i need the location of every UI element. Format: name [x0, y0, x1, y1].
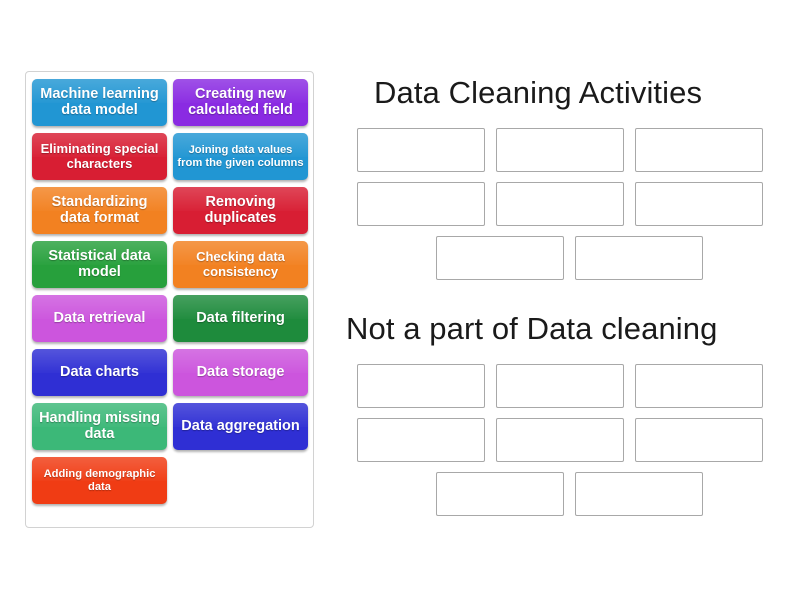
tile-label: Data charts — [60, 363, 139, 380]
tile-label: Joining data values from the given colum… — [177, 144, 304, 169]
drop-slot[interactable] — [575, 236, 703, 280]
drop-slot[interactable] — [357, 182, 485, 226]
drop-slot[interactable] — [357, 128, 485, 172]
draggable-tile[interactable]: Data retrieval — [32, 295, 167, 342]
drop-slot[interactable] — [357, 418, 485, 462]
tile-label: Statistical data model — [48, 247, 151, 280]
drop-slot[interactable] — [635, 418, 763, 462]
drop-slot[interactable] — [357, 364, 485, 408]
drop-slot[interactable] — [575, 472, 703, 516]
tile-label: Removing duplicates — [204, 193, 277, 226]
slot-row — [357, 128, 782, 172]
tile-label: Creating new calculated field — [188, 85, 293, 118]
drop-zone-not-a-part-of-data-cleaning[interactable] — [357, 364, 782, 516]
tile-label: Data filtering — [196, 309, 285, 326]
slot-row — [357, 236, 782, 280]
draggable-tile[interactable]: Data filtering — [173, 295, 308, 342]
slot-row — [357, 472, 782, 516]
draggable-tile[interactable]: Removing duplicates — [173, 187, 308, 234]
tile-label: Data aggregation — [181, 417, 300, 434]
tile-label: Machine learning data model — [40, 85, 159, 118]
drop-slot[interactable] — [496, 128, 624, 172]
drop-slot[interactable] — [496, 418, 624, 462]
slot-row — [357, 364, 782, 408]
slot-row — [357, 418, 782, 462]
tile-label: Data storage — [196, 363, 285, 380]
drop-slot[interactable] — [635, 128, 763, 172]
slot-row — [357, 182, 782, 226]
tile-label: Checking data consistency — [196, 249, 285, 279]
drop-slot[interactable] — [496, 364, 624, 408]
group-title-data-cleaning-activities: Data Cleaning Activities — [374, 75, 703, 110]
tile-label: Adding demographic data — [43, 468, 156, 493]
draggable-tile[interactable]: Statistical data model — [32, 241, 167, 288]
draggable-tile[interactable]: Creating new calculated field — [173, 79, 308, 126]
draggable-tile[interactable]: Adding demographic data — [32, 457, 167, 504]
tile-label: Handling missing data — [39, 409, 160, 442]
tile-label: Eliminating special characters — [40, 141, 159, 171]
drop-zone-data-cleaning-activities[interactable] — [357, 128, 782, 280]
drop-slot[interactable] — [436, 236, 564, 280]
draggable-tile[interactable]: Data storage — [173, 349, 308, 396]
drop-slot[interactable] — [635, 182, 763, 226]
draggable-tile[interactable]: Machine learning data model — [32, 79, 167, 126]
draggable-tile[interactable]: Standardizing data format — [32, 187, 167, 234]
draggable-tile[interactable]: Data aggregation — [173, 403, 308, 450]
draggable-tile[interactable]: Data charts — [32, 349, 167, 396]
draggable-tile[interactable]: Checking data consistency — [173, 241, 308, 288]
drop-slot[interactable] — [635, 364, 763, 408]
drop-slot[interactable] — [496, 182, 624, 226]
draggable-tile[interactable]: Handling missing data — [32, 403, 167, 450]
group-title-not-a-part-of-data-cleaning: Not a part of Data cleaning — [346, 311, 718, 346]
drop-slot[interactable] — [436, 472, 564, 516]
tile-label: Data retrieval — [53, 309, 146, 326]
draggable-tile[interactable]: Eliminating special characters — [32, 133, 167, 180]
tile-label: Standardizing data format — [51, 193, 148, 226]
draggable-tile[interactable]: Joining data values from the given colum… — [173, 133, 308, 180]
